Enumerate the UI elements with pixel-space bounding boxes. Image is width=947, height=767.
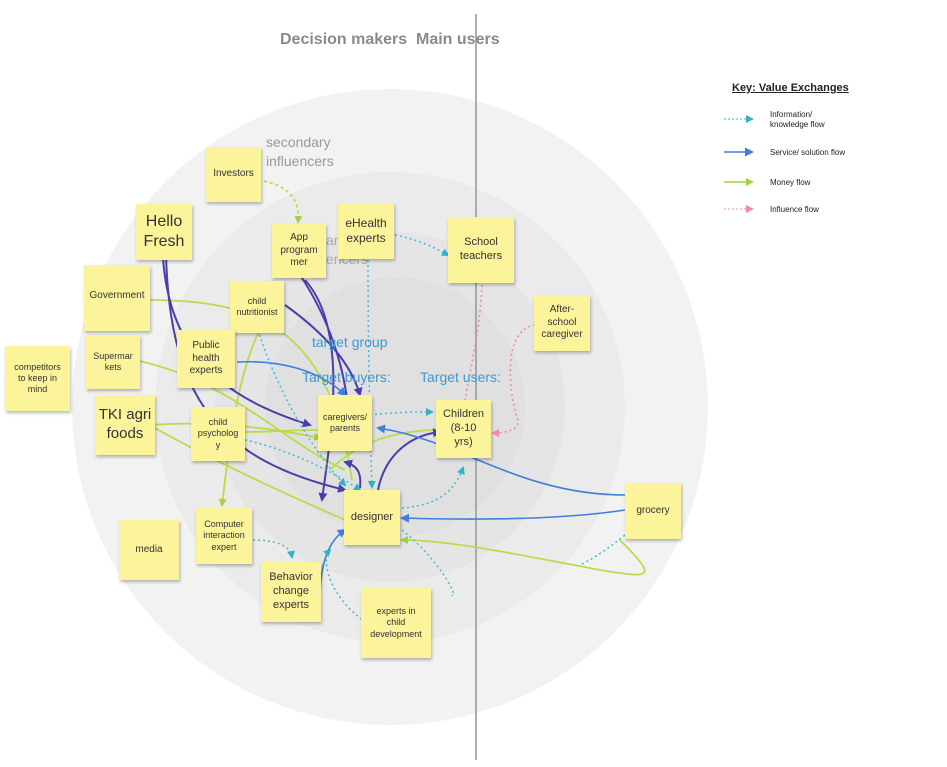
- note-media[interactable]: media: [119, 520, 179, 580]
- money-flows: [134, 179, 646, 576]
- target-group-label: target group: [312, 334, 388, 350]
- info-flow-ehealth-designer: [367, 259, 376, 489]
- service-flow-nutritionist-caregivers: [284, 304, 363, 397]
- note-children[interactable]: Children (8-10 yrs): [436, 400, 491, 458]
- note-grocery[interactable]: grocery: [625, 483, 681, 539]
- info-flow-caregivers-children: [369, 408, 434, 417]
- note-investors[interactable]: Investors: [206, 147, 261, 202]
- key-item-money: Money flow: [770, 178, 811, 187]
- note-supermarkets[interactable]: Supermar kets: [86, 335, 140, 389]
- info-flow-ehealth-teachers: [394, 234, 450, 256]
- note-computer-interaction-expert[interactable]: Computer interaction expert: [196, 508, 252, 564]
- service-flow-grocery-designer: [400, 509, 626, 523]
- service-flow-designer-children: [377, 428, 442, 491]
- key-item-influence: Influence flow: [770, 205, 819, 214]
- service-flow-publichealth-caregivers: [236, 360, 347, 397]
- note-experts-child-development[interactable]: experts in child development: [361, 588, 431, 658]
- note-behavior-change-experts[interactable]: Behavior change experts: [261, 562, 321, 622]
- info-flow-nutritionist-designer: [257, 329, 347, 487]
- note-app-programmer[interactable]: App program mer: [272, 224, 326, 278]
- note-competitors[interactable]: competitors to keep in mind: [5, 346, 70, 411]
- note-ehealth-experts[interactable]: eHealth experts: [338, 203, 394, 259]
- target-users-label: Target users:: [420, 369, 501, 385]
- influence-flows: [464, 284, 536, 437]
- money-flow-tki-designer: [139, 419, 346, 521]
- key-legend: [724, 115, 754, 213]
- info-flow-designer-children: [401, 466, 465, 509]
- info-flow-psychology-designer: [244, 439, 362, 492]
- note-hello-fresh[interactable]: Hello Fresh: [136, 204, 192, 260]
- info-flows: [244, 234, 626, 626]
- influence-flow-afterschool-children: [491, 324, 536, 437]
- money-flow-tki-caregivers: [149, 422, 322, 441]
- note-child-nutritionist[interactable]: child nutritionist: [230, 281, 284, 333]
- key-title: Key: Value Exchanges: [732, 82, 849, 94]
- note-child-psychology[interactable]: child psycholog y: [191, 407, 245, 461]
- money-flow-supermarkets: [134, 359, 346, 471]
- money-flow-investors-app: [257, 179, 303, 224]
- note-government[interactable]: Government: [84, 265, 150, 331]
- money-flow-psychology-caregivers: [244, 429, 321, 433]
- note-after-school-caregiver[interactable]: After- school caregiver: [534, 295, 590, 351]
- secondary-influencers-label: secondary influencers: [266, 134, 334, 169]
- main-users-header: Main users: [416, 31, 500, 48]
- decision-makers-header: Decision makers: [280, 31, 408, 48]
- target-buyers-label: Target buyers:: [302, 369, 391, 385]
- key-item-service: Service/ solution flow: [770, 148, 846, 157]
- note-tki-agri-foods[interactable]: TKI agri foods: [95, 395, 155, 455]
- info-flow-grocery-left: [579, 534, 626, 566]
- note-caregivers-parents[interactable]: caregivers/ parents: [318, 395, 372, 451]
- service-flow-app-designer: [304, 279, 335, 502]
- influence-flow-teachers-children: [464, 284, 483, 401]
- money-flow-grocery-designer: [400, 536, 646, 576]
- note-designer[interactable]: designer: [344, 490, 400, 545]
- note-public-health-experts[interactable]: Public health experts: [177, 330, 235, 388]
- note-school-teachers[interactable]: School teachers: [448, 217, 514, 283]
- money-flow-caregivers-cross: [329, 429, 441, 471]
- key-item-info: Information/ knowledge flow: [770, 110, 825, 130]
- service-flow-grocery-caregivers: [376, 424, 626, 496]
